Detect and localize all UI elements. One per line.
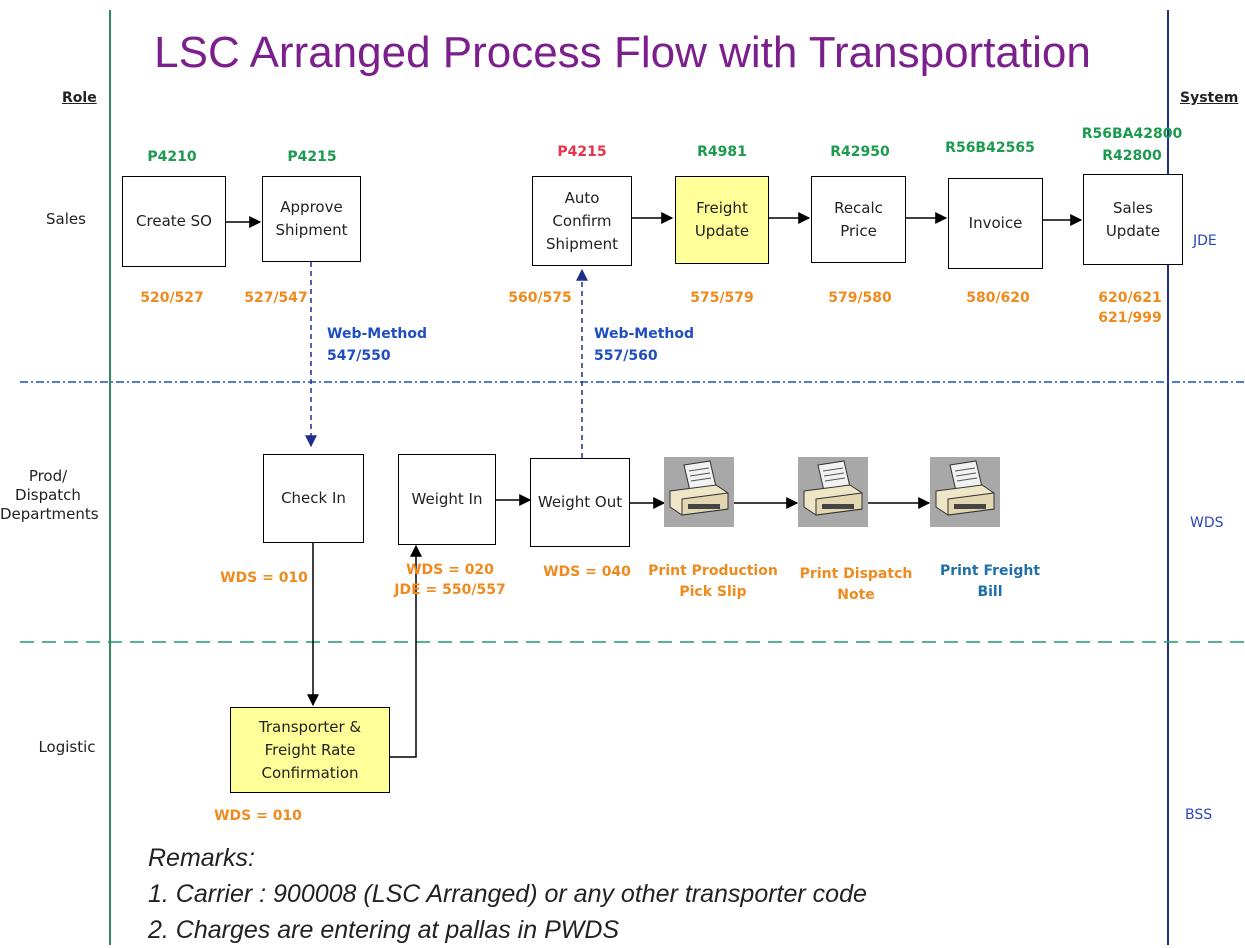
system-jde: JDE <box>1193 233 1217 249</box>
status-transporter: WDS = 010 <box>214 808 302 824</box>
program-invoice: R56B42565 <box>945 140 1035 156</box>
status-recalc: 579/580 <box>828 290 892 306</box>
printer-icon <box>798 457 868 527</box>
box-sales-update: Sales Update <box>1083 174 1183 265</box>
box-approve-shipment: Approve Shipment <box>262 176 361 262</box>
diagram-title: LSC Arranged Process Flow with Transport… <box>154 28 1091 77</box>
status-freight-update: 575/579 <box>690 290 754 306</box>
arrow-transporter-to-weightin <box>390 544 422 758</box>
box-transporter-freight-rate: Transporter & Freight Rate Confirmation <box>230 707 390 793</box>
printer-icon <box>664 457 734 527</box>
status-auto-confirm: 560/575 <box>508 290 572 306</box>
program-recalc: R42950 <box>830 144 890 160</box>
box-weight-out: Weight Out <box>530 458 630 547</box>
box-create-so: Create SO <box>122 176 226 267</box>
box-recalc-price: Recalc Price <box>811 176 906 263</box>
program-auto-confirm: P4215 <box>557 144 607 160</box>
remarks-heading: Remarks: <box>148 844 255 872</box>
status-create-so: 520/527 <box>140 290 204 306</box>
status-weight-out: WDS = 040 <box>543 564 631 580</box>
box-invoice: Invoice <box>948 178 1043 269</box>
remarks-line-2: 2. Charges are entering at pallas in PWD… <box>148 916 620 944</box>
role-sales: Sales <box>46 210 86 228</box>
status-sales-update: 620/621 621/999 <box>1098 290 1162 326</box>
print-pick-slip-label: Print Production Pick Slip <box>648 563 778 600</box>
program-freight-update: R4981 <box>697 144 747 160</box>
role-logistic: Logistic <box>38 738 96 756</box>
box-freight-update: Freight Update <box>675 176 769 264</box>
role-header: Role <box>62 90 97 106</box>
role-prod-dispatch: Prod/ Dispatch Departments <box>0 467 99 523</box>
status-approve: 527/547 <box>244 290 308 306</box>
system-wds: WDS <box>1190 515 1224 531</box>
system-header: System <box>1180 90 1239 106</box>
print-dispatch-note-label: Print Dispatch Note <box>799 566 913 603</box>
program-create-so: P4210 <box>147 149 197 165</box>
remarks-line-1: 1. Carrier : 900008 (LSC Arranged) or an… <box>148 880 867 908</box>
program-approve: P4215 <box>287 149 337 165</box>
box-auto-confirm-shipment: Auto Confirm Shipment <box>532 176 632 266</box>
program-sales-update: R56BA42800 R42800 <box>1081 126 1183 164</box>
webmethod-down-label: Web-Method 547/550 <box>327 326 427 364</box>
webmethod-up-label: Web-Method 557/560 <box>594 326 694 364</box>
print-freight-bill-label: Print Freight Bill <box>939 563 1041 600</box>
status-invoice: 580/620 <box>966 290 1030 306</box>
system-bss: BSS <box>1185 807 1213 823</box>
box-weight-in: Weight In <box>398 454 496 545</box>
status-check-in: WDS = 010 <box>220 570 308 586</box>
status-weight-in: WDS = 020 JDE = 550/557 <box>394 562 506 598</box>
box-check-in: Check In <box>263 454 364 543</box>
printer-icon <box>930 457 1000 527</box>
